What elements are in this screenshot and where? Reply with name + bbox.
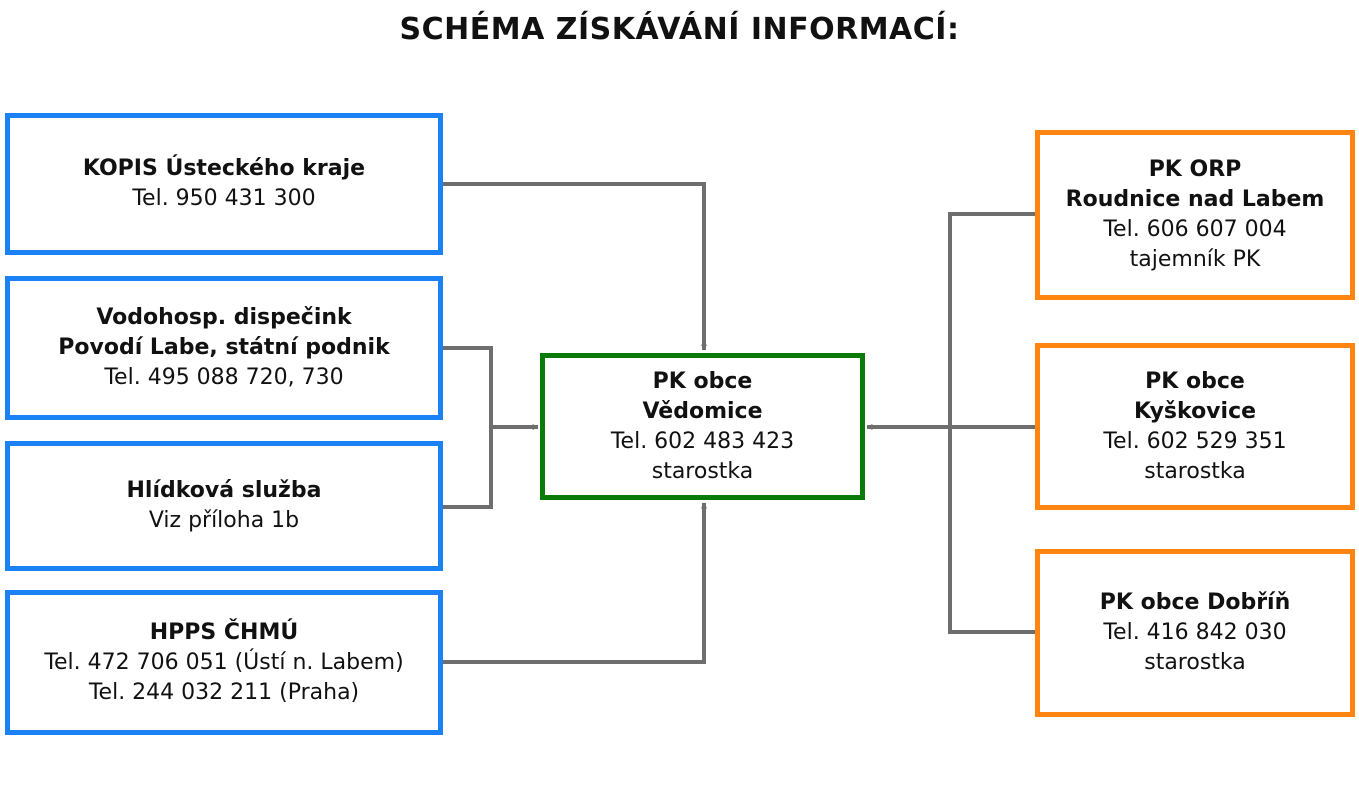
box-hlidkova-note: Viz příloha 1b bbox=[148, 508, 300, 533]
box-hpps: HPPS ČHMÚ Tel. 472 706 051 (Ústí n. Labe… bbox=[5, 590, 443, 735]
box-kyskovice-role: starostka bbox=[1144, 458, 1246, 484]
box-kopis: KOPIS Ústeckého kraje Tel. 950 431 300 bbox=[5, 113, 443, 255]
connector-hpps bbox=[442, 502, 707, 664]
box-dobrin-name: PK obce Dobříň bbox=[1099, 590, 1291, 615]
connector-right-bus bbox=[948, 212, 1037, 634]
box-vodohosp: Vodohosp. dispečink Povodí Labe, státní … bbox=[5, 276, 443, 420]
box-kopis-name: KOPIS Ústeckého kraje bbox=[82, 156, 366, 181]
box-vedomice-label: PK obce bbox=[652, 368, 753, 394]
box-dobrin-phone: Tel. 416 842 030 bbox=[1103, 620, 1287, 645]
box-vodohosp-org: Povodí Labe, státní podnik bbox=[58, 335, 390, 360]
box-hpps-name: HPPS ČHMÚ bbox=[149, 619, 299, 645]
box-vodohosp-name: Vodohosp. dispečink bbox=[96, 305, 352, 330]
diagram-title: SCHÉMA ZÍSKÁVÁNÍ INFORMACÍ: bbox=[399, 12, 960, 47]
box-vedomice-name: Vědomice bbox=[642, 398, 763, 424]
box-orp-roudnice: PK ORP Roudnice nad Labem Tel. 606 607 0… bbox=[1035, 130, 1355, 300]
box-hpps-phone-1: Tel. 472 706 051 (Ústí n. Labem) bbox=[44, 649, 404, 675]
box-vedomice: PK obce Vědomice Tel. 602 483 423 staros… bbox=[540, 353, 865, 500]
box-orp-role: tajemník PK bbox=[1129, 247, 1261, 272]
box-orp-label: PK ORP bbox=[1148, 157, 1242, 182]
box-orp-phone: Tel. 606 607 004 bbox=[1103, 217, 1287, 242]
box-orp-name: Roudnice nad Labem bbox=[1065, 187, 1325, 212]
box-vodohosp-phone: Tel. 495 088 720, 730 bbox=[104, 365, 344, 390]
box-vedomice-phone: Tel. 602 483 423 bbox=[610, 428, 795, 454]
box-kyskovice-name: Kyškovice bbox=[1133, 398, 1257, 424]
box-kyskovice: PK obce Kyškovice Tel. 602 529 351 staro… bbox=[1035, 343, 1355, 510]
connector-kopis bbox=[442, 182, 707, 351]
box-dobrin-role: starostka bbox=[1144, 650, 1246, 675]
box-kyskovice-label: PK obce bbox=[1145, 368, 1245, 394]
box-kopis-phone: Tel. 950 431 300 bbox=[132, 186, 316, 211]
box-hpps-phone-2: Tel. 244 032 211 (Praha) bbox=[88, 679, 360, 705]
box-dobrin: PK obce Dobříň Tel. 416 842 030 starostk… bbox=[1035, 549, 1355, 717]
box-hlidkova-name: Hlídková služba bbox=[126, 478, 322, 503]
box-vedomice-role: starostka bbox=[651, 458, 754, 484]
box-hlidkova: Hlídková služba Viz příloha 1b bbox=[5, 441, 443, 571]
connector-vodohosp bbox=[442, 346, 493, 509]
box-kyskovice-phone: Tel. 602 529 351 bbox=[1103, 428, 1287, 454]
